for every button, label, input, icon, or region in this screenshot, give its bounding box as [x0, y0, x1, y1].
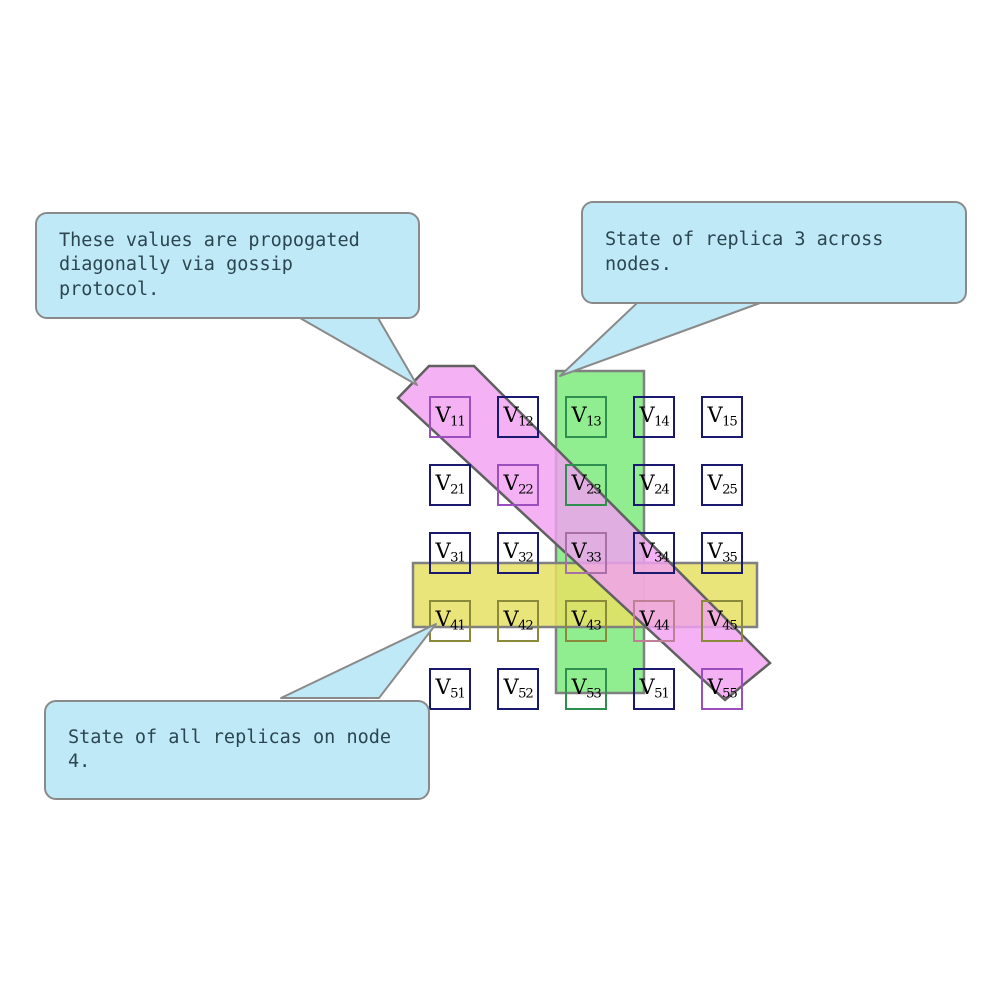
value-cell-v34[interactable]: V34	[633, 532, 675, 574]
value-cell-label: V15	[707, 403, 737, 430]
value-cell-label: V12	[503, 403, 533, 430]
value-cell-v25[interactable]: V25	[701, 464, 743, 506]
value-cell-v12[interactable]: V12	[497, 396, 539, 438]
value-cell-v31[interactable]: V31	[429, 532, 471, 574]
node-4-note-text: State of all replicas on node 4.	[68, 726, 392, 772]
value-cell-label: V53	[571, 675, 601, 702]
value-cell-label: V51	[435, 675, 465, 702]
value-cell-v55[interactable]: V55	[701, 668, 743, 710]
value-cell-label: V31	[435, 539, 465, 566]
replica-3-note-text: State of replica 3 across nodes.	[605, 229, 884, 275]
value-cell-v53[interactable]: V53	[565, 668, 607, 710]
replica-3-note[interactable]: State of replica 3 across nodes.	[581, 201, 967, 304]
value-cell-v51[interactable]: V51	[429, 668, 471, 710]
value-cell-v42[interactable]: V42	[497, 600, 539, 642]
value-cell-v15[interactable]: V15	[701, 396, 743, 438]
value-cell-label: V35	[707, 539, 737, 566]
value-cell-v35[interactable]: V35	[701, 532, 743, 574]
value-cell-v24[interactable]: V24	[633, 464, 675, 506]
value-cell-label: V21	[435, 471, 465, 498]
value-cell-label: V43	[571, 607, 601, 634]
value-cell-v33[interactable]: V33	[565, 532, 607, 574]
value-cell-label: V42	[503, 607, 533, 634]
value-cell-v41[interactable]: V41	[429, 600, 471, 642]
value-cell-v51[interactable]: V51	[633, 668, 675, 710]
value-cell-v52[interactable]: V52	[497, 668, 539, 710]
node-4-note[interactable]: State of all replicas on node 4.	[44, 700, 430, 800]
value-cell-v43[interactable]: V43	[565, 600, 607, 642]
value-cell-label: V52	[503, 675, 533, 702]
value-cell-v13[interactable]: V13	[565, 396, 607, 438]
gossip-note-text: These values are propogated diagonally v…	[59, 229, 360, 300]
value-cell-v11[interactable]: V11	[429, 396, 471, 438]
value-cell-v14[interactable]: V14	[633, 396, 675, 438]
value-cell-label: V25	[707, 471, 737, 498]
value-cell-label: V41	[435, 607, 465, 634]
replica-3-note-tail	[559, 302, 761, 377]
value-cell-label: V34	[639, 539, 669, 566]
value-cell-v44[interactable]: V44	[633, 600, 675, 642]
value-cell-label: V51	[639, 675, 669, 702]
value-cell-label: V22	[503, 471, 533, 498]
value-cell-label: V23	[571, 471, 601, 498]
gossip-note-tail	[299, 317, 418, 386]
value-cell-label: V33	[571, 539, 601, 566]
value-cell-label: V44	[639, 607, 669, 634]
value-cell-v45[interactable]: V45	[701, 600, 743, 642]
value-cell-label: V55	[707, 675, 737, 702]
value-cell-label: V24	[639, 471, 669, 498]
value-cell-label: V45	[707, 607, 737, 634]
value-cell-label: V13	[571, 403, 601, 430]
node-4-note-tail	[280, 623, 437, 699]
value-cell-v21[interactable]: V21	[429, 464, 471, 506]
value-cell-label: V14	[639, 403, 669, 430]
value-cell-label: V32	[503, 539, 533, 566]
value-cell-v23[interactable]: V23	[565, 464, 607, 506]
value-cell-v22[interactable]: V22	[497, 464, 539, 506]
value-cell-label: V11	[435, 403, 465, 430]
value-cell-v32[interactable]: V32	[497, 532, 539, 574]
gossip-note[interactable]: These values are propogated diagonally v…	[35, 212, 420, 319]
